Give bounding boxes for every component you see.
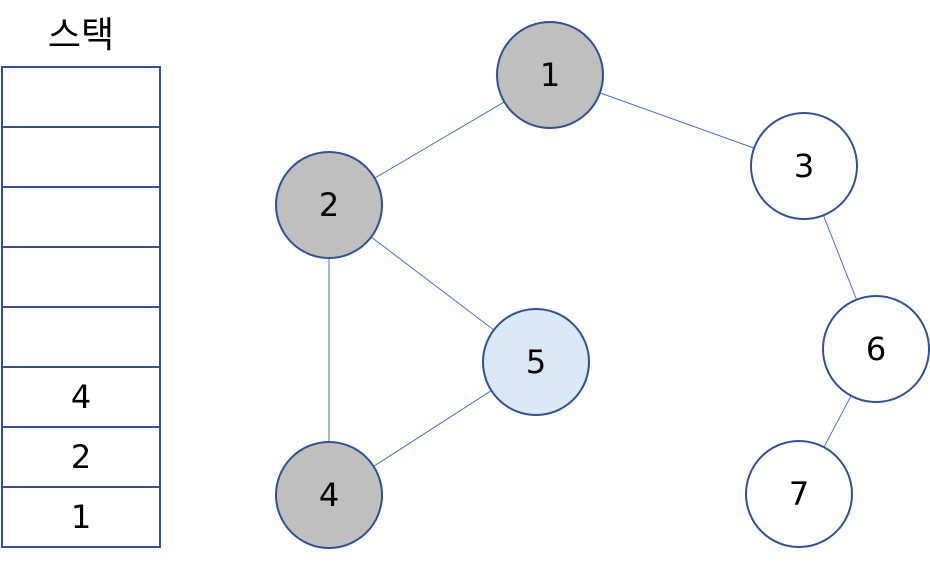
node-label: 2	[319, 186, 339, 224]
node-label: 6	[866, 330, 886, 368]
node-label: 7	[789, 475, 809, 513]
stack-cell	[1, 246, 161, 308]
stack-cell-value: 4	[71, 378, 91, 416]
node-2: 2	[275, 151, 383, 259]
stack-cell-box	[1, 186, 161, 248]
stack-cell-box	[1, 246, 161, 308]
stack-cell-box	[1, 426, 161, 488]
node-label: 5	[526, 343, 546, 381]
graph-edges	[328, 92, 858, 467]
edge-2-5	[370, 236, 495, 331]
node-circle	[822, 295, 930, 403]
node-3: 3	[750, 112, 858, 220]
stack-cell	[1, 306, 161, 368]
node-circle	[275, 151, 383, 259]
stack-cell: 1	[1, 486, 161, 548]
stack-cells: 4 2 1	[1, 66, 161, 548]
edge-1-3	[599, 92, 755, 149]
edge-4-5	[373, 390, 492, 467]
stack-cell-box	[1, 126, 161, 188]
node-circle	[745, 440, 853, 548]
edge-6-7	[823, 395, 852, 448]
edge-1-2	[374, 101, 505, 179]
stack: 스택 4 2 1	[1, 15, 161, 548]
stack-cell: 4	[1, 366, 161, 428]
node-label: 3	[794, 147, 814, 185]
node-5: 5	[482, 308, 590, 416]
node-7: 7	[745, 440, 853, 548]
node-circle	[482, 308, 590, 416]
node-4: 4	[275, 441, 383, 549]
node-circle	[750, 112, 858, 220]
stack-cell	[1, 126, 161, 188]
stack-cell-box	[1, 366, 161, 428]
graph-nodes: 1 2 3 4 5 6 7	[275, 21, 930, 549]
node-6: 6	[822, 295, 930, 403]
stack-cell	[1, 186, 161, 248]
node-label: 4	[319, 476, 339, 514]
stack-cell-value: 2	[71, 438, 91, 476]
node-circle	[496, 21, 604, 129]
node-circle	[275, 441, 383, 549]
stack-cell-box	[1, 66, 161, 128]
stack-cell-value: 1	[71, 498, 91, 536]
stack-title: 스택	[48, 15, 114, 56]
edge-3-6	[822, 215, 858, 300]
stack-cell-box	[1, 306, 161, 368]
stack-cell-box	[1, 486, 161, 548]
stack-cell	[1, 66, 161, 128]
stack-cell: 2	[1, 426, 161, 488]
node-1: 1	[496, 21, 604, 129]
node-label: 1	[540, 56, 560, 94]
